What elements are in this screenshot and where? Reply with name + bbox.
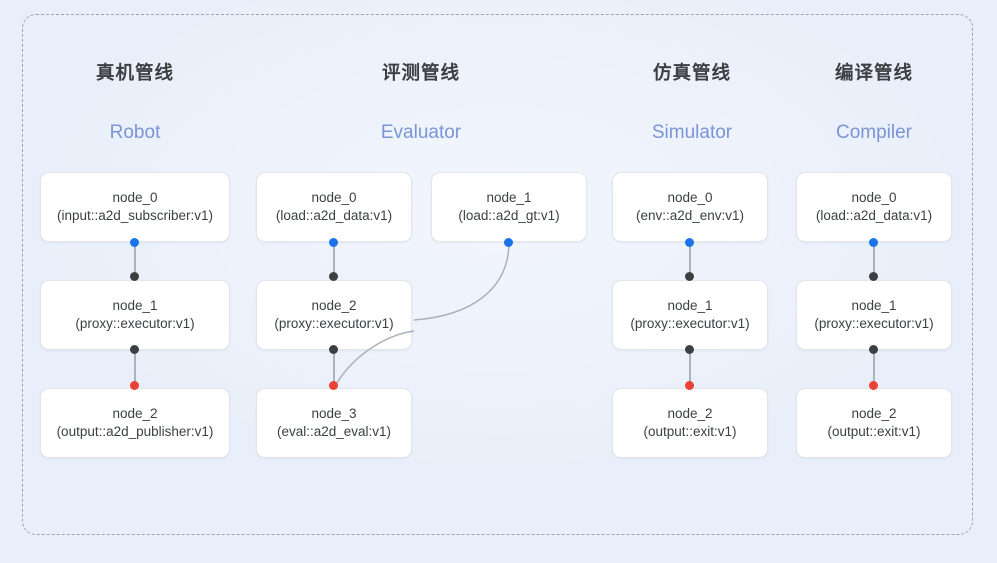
node-name: node_0 <box>311 189 357 205</box>
node-card-simulator-2[interactable]: node_2 (output::exit:v1) <box>612 388 768 458</box>
diagram-dashed-frame <box>22 14 973 535</box>
node-name: node_2 <box>311 297 357 313</box>
edge-compiler-0-to-1 <box>873 242 875 276</box>
node-type: (proxy::executor:v1) <box>814 316 934 331</box>
node-name: node_0 <box>112 189 158 205</box>
node-type: (load::a2d_data:v1) <box>815 208 933 223</box>
node-name: node_2 <box>851 405 897 421</box>
node-type: (proxy::executor:v1) <box>75 316 195 331</box>
port-output-blue[interactable] <box>329 238 338 247</box>
port-output-dark[interactable] <box>329 345 338 354</box>
port-input-dark[interactable] <box>685 272 694 281</box>
port-output-dark[interactable] <box>130 345 139 354</box>
edge-robot-0-to-1 <box>134 242 136 276</box>
node-card-compiler-0[interactable]: node_0 (load::a2d_data:v1) <box>796 172 952 242</box>
node-type: (output::exit:v1) <box>643 424 737 439</box>
node-type: (output::a2d_publisher:v1) <box>56 424 214 439</box>
node-card-robot-0[interactable]: node_0 (input::a2d_subscriber:v1) <box>40 172 230 242</box>
node-type: (load::a2d_data:v1) <box>275 208 393 223</box>
node-name: node_2 <box>112 405 158 421</box>
node-card-robot-2[interactable]: node_2 (output::a2d_publisher:v1) <box>40 388 230 458</box>
port-input-red[interactable] <box>329 381 338 390</box>
port-output-dark[interactable] <box>685 345 694 354</box>
node-card-evaluator-2[interactable]: node_2 (proxy::executor:v1) <box>256 280 412 350</box>
edge-simulator-1-to-2 <box>689 349 691 383</box>
edge-simulator-0-to-1 <box>689 242 691 276</box>
node-card-evaluator-0[interactable]: node_0 (load::a2d_data:v1) <box>256 172 412 242</box>
node-name: node_2 <box>667 405 713 421</box>
port-output-blue[interactable] <box>130 238 139 247</box>
node-type: (output::exit:v1) <box>827 424 921 439</box>
node-card-robot-1[interactable]: node_1 (proxy::executor:v1) <box>40 280 230 350</box>
port-output-blue[interactable] <box>685 238 694 247</box>
port-input-dark[interactable] <box>130 272 139 281</box>
node-name: node_1 <box>112 297 158 313</box>
edge-evaluator-2-to-3 <box>333 349 335 383</box>
node-card-simulator-0[interactable]: node_0 (env::a2d_env:v1) <box>612 172 768 242</box>
port-input-red[interactable] <box>130 381 139 390</box>
node-type: (proxy::executor:v1) <box>630 316 750 331</box>
port-input-red[interactable] <box>685 381 694 390</box>
port-input-dark[interactable] <box>869 272 878 281</box>
node-card-compiler-2[interactable]: node_2 (output::exit:v1) <box>796 388 952 458</box>
port-output-dark[interactable] <box>869 345 878 354</box>
edge-evaluator-0-to-2 <box>333 242 335 276</box>
node-type: (load::a2d_gt:v1) <box>458 208 560 223</box>
node-type: (env::a2d_env:v1) <box>635 208 745 223</box>
node-card-simulator-1[interactable]: node_1 (proxy::executor:v1) <box>612 280 768 350</box>
node-name: node_3 <box>311 405 357 421</box>
port-input-dark[interactable] <box>329 272 338 281</box>
node-card-evaluator-3[interactable]: node_3 (eval::a2d_eval:v1) <box>256 388 412 458</box>
port-output-blue[interactable] <box>504 238 513 247</box>
node-card-evaluator-1[interactable]: node_1 (load::a2d_gt:v1) <box>431 172 587 242</box>
node-name: node_1 <box>486 189 532 205</box>
node-type: (input::a2d_subscriber:v1) <box>56 208 214 223</box>
edge-compiler-1-to-2 <box>873 349 875 383</box>
node-name: node_0 <box>667 189 713 205</box>
node-card-compiler-1[interactable]: node_1 (proxy::executor:v1) <box>796 280 952 350</box>
port-output-blue[interactable] <box>869 238 878 247</box>
node-name: node_1 <box>851 297 897 313</box>
node-name: node_1 <box>667 297 713 313</box>
node-name: node_0 <box>851 189 897 205</box>
port-input-red[interactable] <box>869 381 878 390</box>
node-type: (eval::a2d_eval:v1) <box>276 424 392 439</box>
edge-robot-1-to-2 <box>134 349 136 383</box>
node-type: (proxy::executor:v1) <box>274 316 394 331</box>
